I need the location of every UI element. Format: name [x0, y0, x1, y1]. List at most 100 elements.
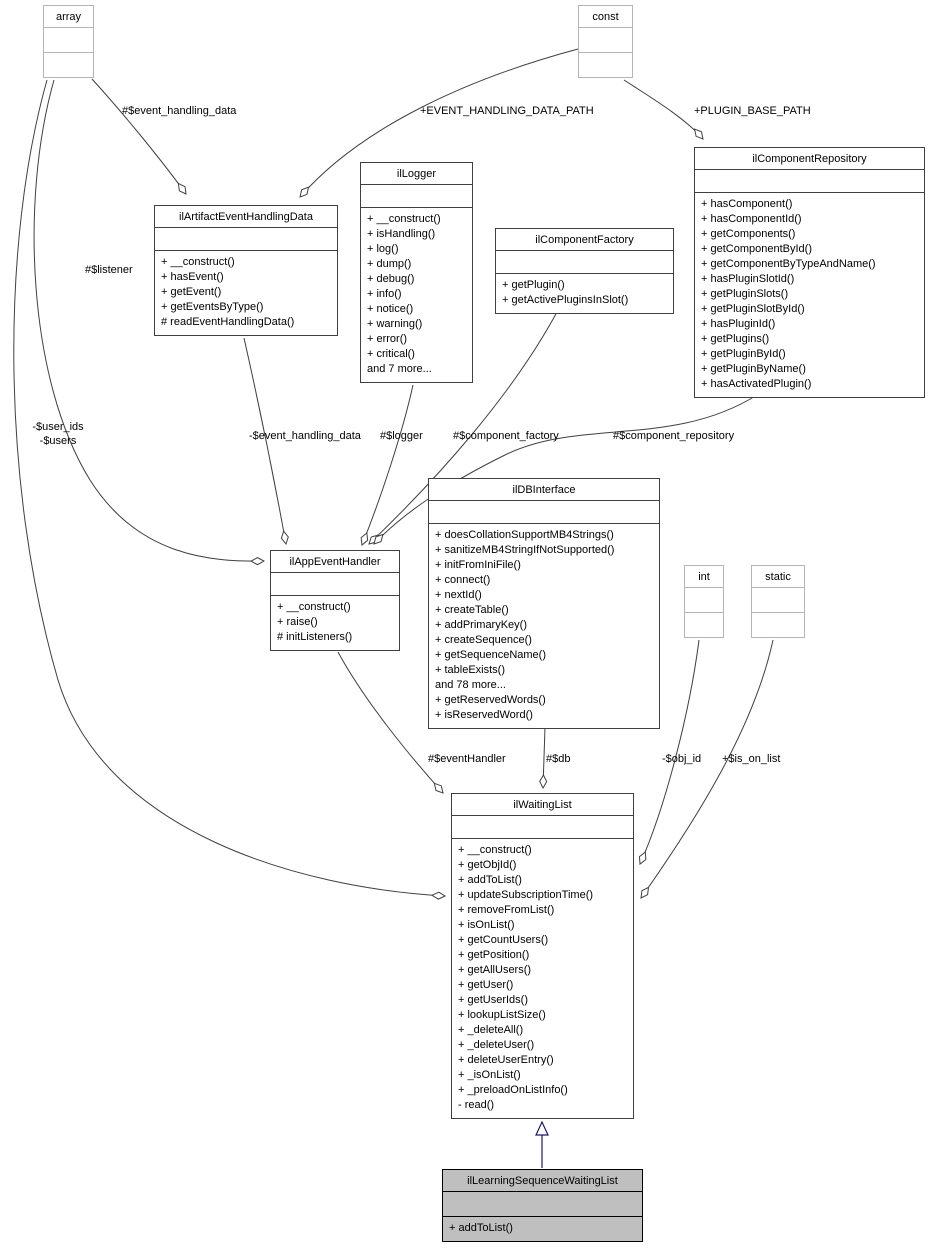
class-title: ilComponentRepository: [695, 148, 924, 170]
class-methods-empty: [44, 53, 93, 77]
class-title: ilLearningSequenceWaitingList: [443, 1170, 642, 1192]
method-item: + info(): [367, 288, 402, 300]
method-item: + getPluginById(): [701, 348, 786, 360]
method-item: + doesCollationSupportMB4Strings(): [435, 529, 614, 541]
method-item: + addToList(): [449, 1222, 513, 1234]
edge-ilappeventhandler-to-ilwaitinglist: [337, 651, 443, 793]
class-title: array: [44, 6, 93, 28]
class-methods: + __construct()+ getObjId()+ addToList()…: [452, 839, 633, 1118]
edge-label-user-ids-users: -$user_ids -$users: [22, 420, 94, 448]
method-item: + addPrimaryKey(): [435, 619, 528, 631]
method-item: and 78 more...: [435, 679, 506, 691]
class-methods: + __construct()+ raise()# initListeners(…: [271, 596, 399, 650]
edge-label-obj-id: -$obj_id: [662, 753, 702, 765]
edge-label-db: #$db: [546, 753, 571, 765]
class-methods: + __construct()+ isHandling()+ log()+ du…: [361, 208, 472, 382]
edge-label-event-handling-data: #$event_handling_data: [122, 105, 237, 117]
class-methods-empty: [579, 53, 632, 77]
edge-label-event-handler: #$eventHandler: [428, 753, 506, 765]
method-item: + _deleteUser(): [458, 1039, 535, 1051]
class-title: ilAppEventHandler: [271, 551, 399, 573]
method-item: and 7 more...: [367, 363, 432, 375]
method-item: + getPluginSlotById(): [701, 303, 805, 315]
class-int: int: [684, 565, 724, 638]
method-item: + getObjId(): [458, 859, 517, 871]
edge-label-plugin-base-path: +PLUGIN_BASE_PATH: [694, 105, 811, 117]
class-attributes-empty: [695, 170, 924, 193]
method-item: + getCountUsers(): [458, 934, 549, 946]
method-item: + getActivePluginsInSlot(): [502, 294, 629, 306]
method-item: + removeFromList(): [458, 904, 555, 916]
class-title: ilDBInterface: [429, 479, 659, 501]
class-ilappeventhandler: ilAppEventHandler + __construct()+ raise…: [270, 550, 400, 651]
class-attributes-empty: [752, 588, 804, 613]
class-ilwaitinglist: ilWaitingList + __construct()+ getObjId(…: [451, 793, 634, 1119]
method-item: + _isOnList(): [458, 1069, 521, 1081]
method-item: + warning(): [367, 318, 423, 330]
class-title: const: [579, 6, 632, 28]
method-item: + getPlugins(): [701, 333, 770, 345]
class-ildbinterface: ilDBInterface + doesCollationSupportMB4S…: [428, 478, 660, 729]
edge-const-to-ilcomponentrepository: [623, 79, 703, 139]
method-item: + getEvent(): [161, 286, 222, 298]
edge-label-component-factory: #$component_factory: [453, 430, 559, 442]
edge-label-logger: #$logger: [380, 430, 423, 442]
class-ilcomponentfactory: ilComponentFactory + getPlugin() + getAct…: [495, 228, 674, 314]
class-attributes-empty: [496, 251, 673, 274]
method-item: + isOnList(): [458, 919, 515, 931]
method-item: - read(): [458, 1099, 495, 1111]
method-item: + getComponents(): [701, 228, 796, 240]
class-attributes-empty: [429, 501, 659, 524]
edge-label-component-repository: #$component_repository: [613, 430, 735, 442]
class-ilcomponentrepository: ilComponentRepository + hasComponent() + …: [694, 147, 925, 398]
edge-int-to-ilwaitinglist: [640, 639, 700, 864]
method-item: + isHandling(): [367, 228, 436, 240]
method-item: + hasEvent(): [161, 271, 224, 283]
class-methods: + addToList(): [443, 1217, 642, 1241]
class-attributes-empty: [44, 28, 93, 53]
method-item: + getComponentById(): [701, 243, 812, 255]
method-item: + log(): [367, 243, 399, 255]
method-item: + dump(): [367, 258, 412, 270]
class-title: ilArtifactEventHandlingData: [155, 206, 337, 228]
method-item: + addToList(): [458, 874, 522, 886]
edge-label-event-handling-data-path: +EVENT_HANDLING_DATA_PATH: [420, 105, 594, 117]
method-item: + hasComponent(): [701, 198, 793, 210]
method-item: # initListeners(): [277, 631, 353, 643]
edge-array-to-ilappeventhandler: [33, 79, 264, 561]
class-ilartifacteventhandlingdata: ilArtifactEventHandlingData + __construc…: [154, 205, 338, 336]
method-item: + lookupListSize(): [458, 1009, 546, 1021]
method-item: + _preloadOnListInfo(): [458, 1084, 568, 1096]
edge-array-to-ilwaitinglist: [13, 79, 445, 896]
class-static: static: [751, 565, 805, 638]
method-item: + getAllUsers(): [458, 964, 532, 976]
method-item: + getComponentByTypeAndName(): [701, 258, 876, 270]
method-item: + isReservedWord(): [435, 709, 533, 721]
method-item: + updateSubscriptionTime(): [458, 889, 594, 901]
class-title: ilComponentFactory: [496, 229, 673, 251]
method-item: + getUser(): [458, 979, 514, 991]
class-methods-empty: [752, 613, 804, 637]
method-item: + getEventsByType(): [161, 301, 264, 313]
class-attributes-empty: [579, 28, 632, 53]
edge-label-user-ids: -$user_ids: [32, 421, 84, 433]
edge-ilcomponentrepository-to-ilappeventhandler: [374, 394, 758, 544]
edge-label-is-on-list: +$is_on_list: [722, 753, 781, 765]
edge-const-to-ilartifacteventhandlingdata: [300, 48, 579, 197]
class-illearningsequencewaitinglist: ilLearningSequenceWaitingList + addToLis…: [442, 1169, 643, 1242]
class-methods: + __construct() + hasEvent() + getEvent() +…: [155, 251, 337, 335]
method-item: + sanitizeMB4StringIfNotSupported(): [435, 544, 615, 556]
method-item: + getPluginByName(): [701, 363, 806, 375]
class-attributes-empty: [452, 816, 633, 839]
method-item: + getPlugin(): [502, 279, 565, 291]
method-item: + __construct(): [161, 256, 235, 268]
method-item: + hasComponentId(): [701, 213, 802, 225]
method-item: + createTable(): [435, 604, 509, 616]
edge-ildbinterface-to-ilwaitinglist: [543, 726, 545, 788]
class-title: static: [752, 566, 804, 588]
method-item: + notice(): [367, 303, 414, 315]
class-attributes-empty: [443, 1192, 642, 1217]
class-title: int: [685, 566, 723, 588]
method-item: + nextId(): [435, 589, 482, 601]
